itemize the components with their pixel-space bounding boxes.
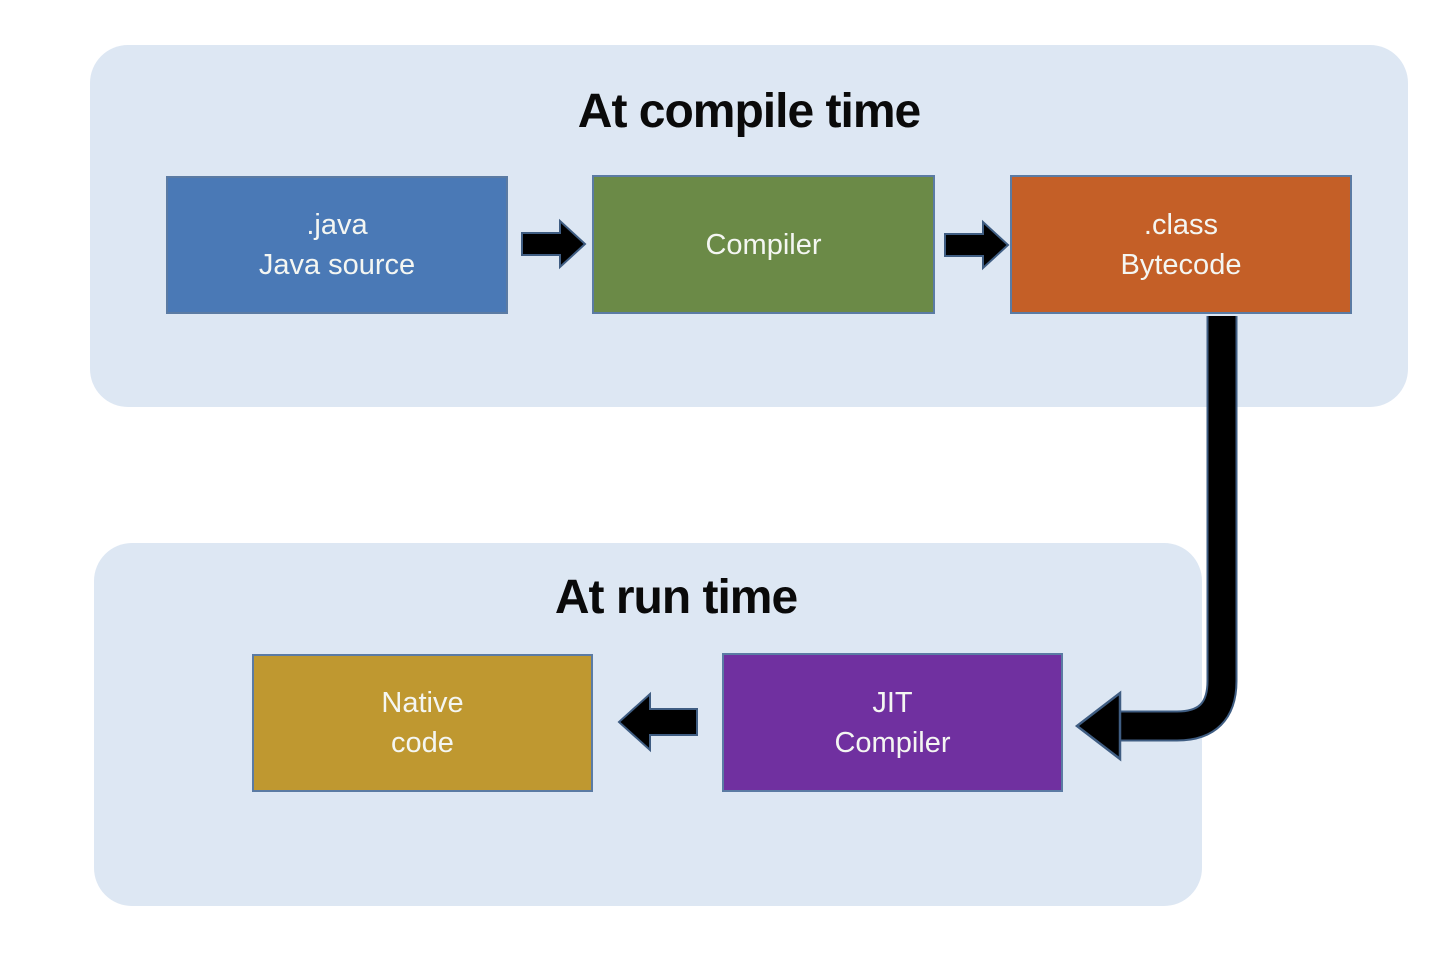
- node-java-source-label-line1: .java: [306, 209, 368, 241]
- node-java-source-label-line2: Java source: [258, 249, 416, 281]
- node-bytecode-label-line2: Bytecode: [1120, 248, 1242, 281]
- node-native-code-label-line2: code: [391, 727, 454, 759]
- node-bytecode-label-line1: .class: [1143, 208, 1219, 241]
- node-native-code-label-line1: Native: [381, 687, 464, 719]
- compile-time-title: At compile time: [577, 85, 921, 138]
- node-native-code: Native code: [252, 654, 593, 792]
- run-time-title: At run time: [554, 571, 798, 624]
- node-bytecode: .class Bytecode: [1010, 175, 1352, 314]
- node-jit-compiler-label-line1: JIT: [872, 686, 913, 719]
- node-jit-compiler-label-line2: Compiler: [834, 726, 951, 759]
- node-jit-compiler: JIT Compiler: [722, 653, 1063, 792]
- node-compiler: Compiler: [592, 175, 935, 314]
- node-java-source: .java Java source: [166, 176, 508, 314]
- node-compiler-label: Compiler: [705, 228, 822, 261]
